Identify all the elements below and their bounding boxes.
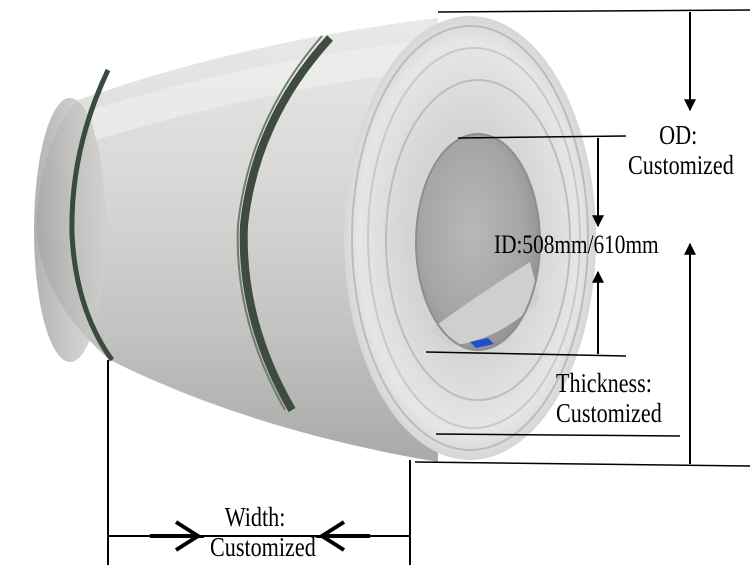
od-title: OD: <box>659 120 698 150</box>
thickness-label: Thickness: Customized <box>556 368 662 428</box>
strap-band-left <box>69 68 115 362</box>
width-label: Width: Customized <box>210 502 316 562</box>
id-label: ID:508mm/610mm <box>494 230 659 259</box>
strap-band-right <box>239 35 333 413</box>
od-label: OD: Customized <box>628 120 734 180</box>
thickness-title: Thickness: <box>556 368 652 398</box>
od-top-line <box>437 9 750 13</box>
blue-marker <box>470 338 494 348</box>
width-value: Customized <box>210 532 316 562</box>
od-value: Customized <box>628 150 734 180</box>
od-bottom-line <box>414 461 750 467</box>
width-arrow-right <box>150 520 205 552</box>
width-title: Width: <box>224 502 286 532</box>
id-top-line <box>457 135 627 139</box>
thickness-value: Customized <box>556 398 662 428</box>
id-bottom-line <box>425 351 627 357</box>
thickness-line <box>435 433 681 437</box>
width-arrow-left <box>315 520 370 552</box>
